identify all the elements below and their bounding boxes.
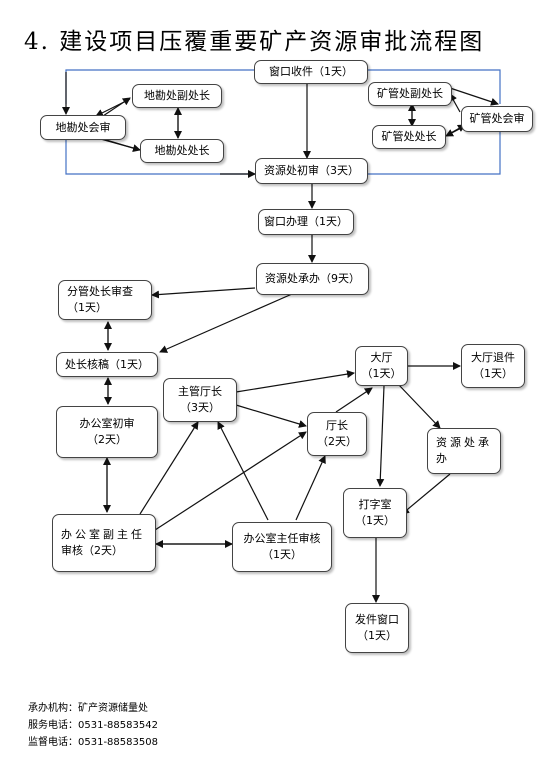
node-label: 矿管处会审	[469, 112, 525, 125]
node-mine-mgmt-deputy: 矿管处副处长	[368, 82, 452, 106]
node-hall-return: 大厅退件 （1天）	[461, 344, 525, 388]
node-label: 地勘处处长	[154, 144, 210, 157]
node-label: 矿管处处长	[381, 130, 437, 143]
node-label-line-1: 办公室初审	[79, 417, 135, 430]
arrow-hall-to-typing	[376, 385, 385, 487]
arrow-top-to-minemeet	[449, 87, 499, 106]
node-label: 地勘处会审	[55, 120, 111, 134]
node-division-review: 分管处长审查 （1天）	[58, 280, 152, 320]
page-title: 4. 建设项目压覆重要矿产资源审批流程图	[24, 29, 485, 55]
node-label-line-2: （1天）	[473, 367, 513, 380]
node-label: 矿管处副处长	[377, 87, 443, 100]
node-label-line-1: 主管厅长	[178, 385, 222, 398]
node-label-line-1: 资源处承	[436, 436, 492, 449]
frame-line-right	[368, 130, 501, 175]
footer-organizer: 承办机构：矿产资源储量处	[28, 703, 148, 714]
node-label-line-2: （1天）	[361, 367, 402, 380]
node-supervising-dg: 主管厅长 （3天）	[163, 378, 237, 422]
node-label: 处长核稿（1天）	[65, 357, 149, 371]
arrow-handling2-to-typing	[401, 473, 451, 515]
arrow-deputy-to-dg	[154, 431, 307, 531]
node-office-initial: 办公室初审 （2天）	[56, 406, 158, 458]
node-geo-survey-meeting: 地勘处会审	[40, 115, 126, 140]
node-window-receive: 窗口收件（1天）	[254, 60, 368, 84]
node-label: 窗口办理（1天）	[264, 215, 348, 228]
node-label: 地勘处副处长	[144, 89, 210, 102]
node-label-line-1: 打字室	[358, 498, 392, 511]
arrow-deputy-to-geomeet	[95, 98, 131, 117]
node-label-line-1: 发件窗口	[355, 613, 399, 626]
node-label-line-1: 分管处长审查	[67, 285, 133, 298]
node-label: 资源处初审（3天）	[264, 164, 359, 177]
node-mine-mgmt-director: 矿管处处长	[372, 125, 446, 149]
node-director-draft: 处长核稿（1天）	[56, 352, 158, 377]
node-label-line-2: 审核（2天）	[61, 544, 123, 557]
node-label: 窗口收件（1天）	[269, 65, 353, 78]
frame-line-left	[65, 138, 255, 175]
node-dispatch-window: 发件窗口 （1天）	[345, 603, 409, 653]
arrow-dg-to-hall	[335, 387, 373, 413]
node-typing-room: 打字室 （1天）	[343, 488, 407, 538]
node-resource-initial-review: 资源处初审（3天）	[255, 158, 368, 184]
node-dg: 厅长 （2天）	[307, 412, 367, 456]
arrow-deputy-to-supervisor	[139, 421, 199, 515]
node-geo-survey-director: 地勘处处长	[140, 139, 224, 163]
node-resource-handling: 资源处承办（9天）	[256, 263, 369, 295]
node-label-line-1: 大厅退件	[471, 351, 515, 364]
node-hall: 大厅 （1天）	[355, 346, 408, 386]
node-label-line-1: 大厅	[370, 351, 393, 364]
node-window-processing: 窗口办理（1天）	[258, 209, 354, 235]
frame-line-top-right	[340, 69, 501, 104]
node-geo-survey-deputy: 地勘处副处长	[132, 84, 222, 108]
node-label-line-1: 厅长	[326, 419, 348, 432]
arrow-supervisor-to-dg	[235, 404, 307, 428]
footer-info: 承办机构：矿产资源储量处 服务电话：0531-88583542 监督电话：053…	[28, 700, 158, 751]
arrow-head-to-dg	[295, 455, 326, 521]
node-label-line-2: （1天）	[355, 514, 395, 527]
node-office-deputy: 办公室副主任 审核（2天）	[52, 514, 156, 572]
node-label-line-2: （1天）	[67, 301, 107, 314]
node-mine-mgmt-meeting: 矿管处会审	[461, 106, 533, 132]
arrow-handling-to-draft	[159, 293, 293, 353]
footer-supervision-phone: 监督电话：0531-88583508	[28, 737, 158, 748]
node-label-line-2: （1天）	[262, 548, 302, 561]
arrow-supervisor-to-hall	[235, 370, 355, 393]
node-resource-handling-2: 资源处承 办	[427, 428, 501, 474]
arrow-handling-to-division	[151, 287, 256, 299]
node-office-head: 办公室主任审核 （1天）	[232, 522, 332, 572]
node-label-line-2: （2天）	[87, 433, 127, 446]
node-label-line-2: （2天）	[317, 435, 357, 448]
node-label: 资源处承办（9天）	[265, 272, 360, 285]
node-label-line-1: 办公室副主任	[61, 528, 145, 541]
node-label-line-2: （1天）	[357, 629, 397, 642]
node-label-line-1: 办公室主任审核	[243, 532, 321, 545]
node-label-line-2: 办	[436, 452, 447, 465]
arrow-hall-to-handling2	[397, 383, 441, 429]
arrow-head-to-supervisor	[217, 421, 269, 521]
node-label-line-2: （3天）	[180, 401, 220, 414]
footer-service-phone: 服务电话：0531-88583542	[28, 720, 158, 731]
